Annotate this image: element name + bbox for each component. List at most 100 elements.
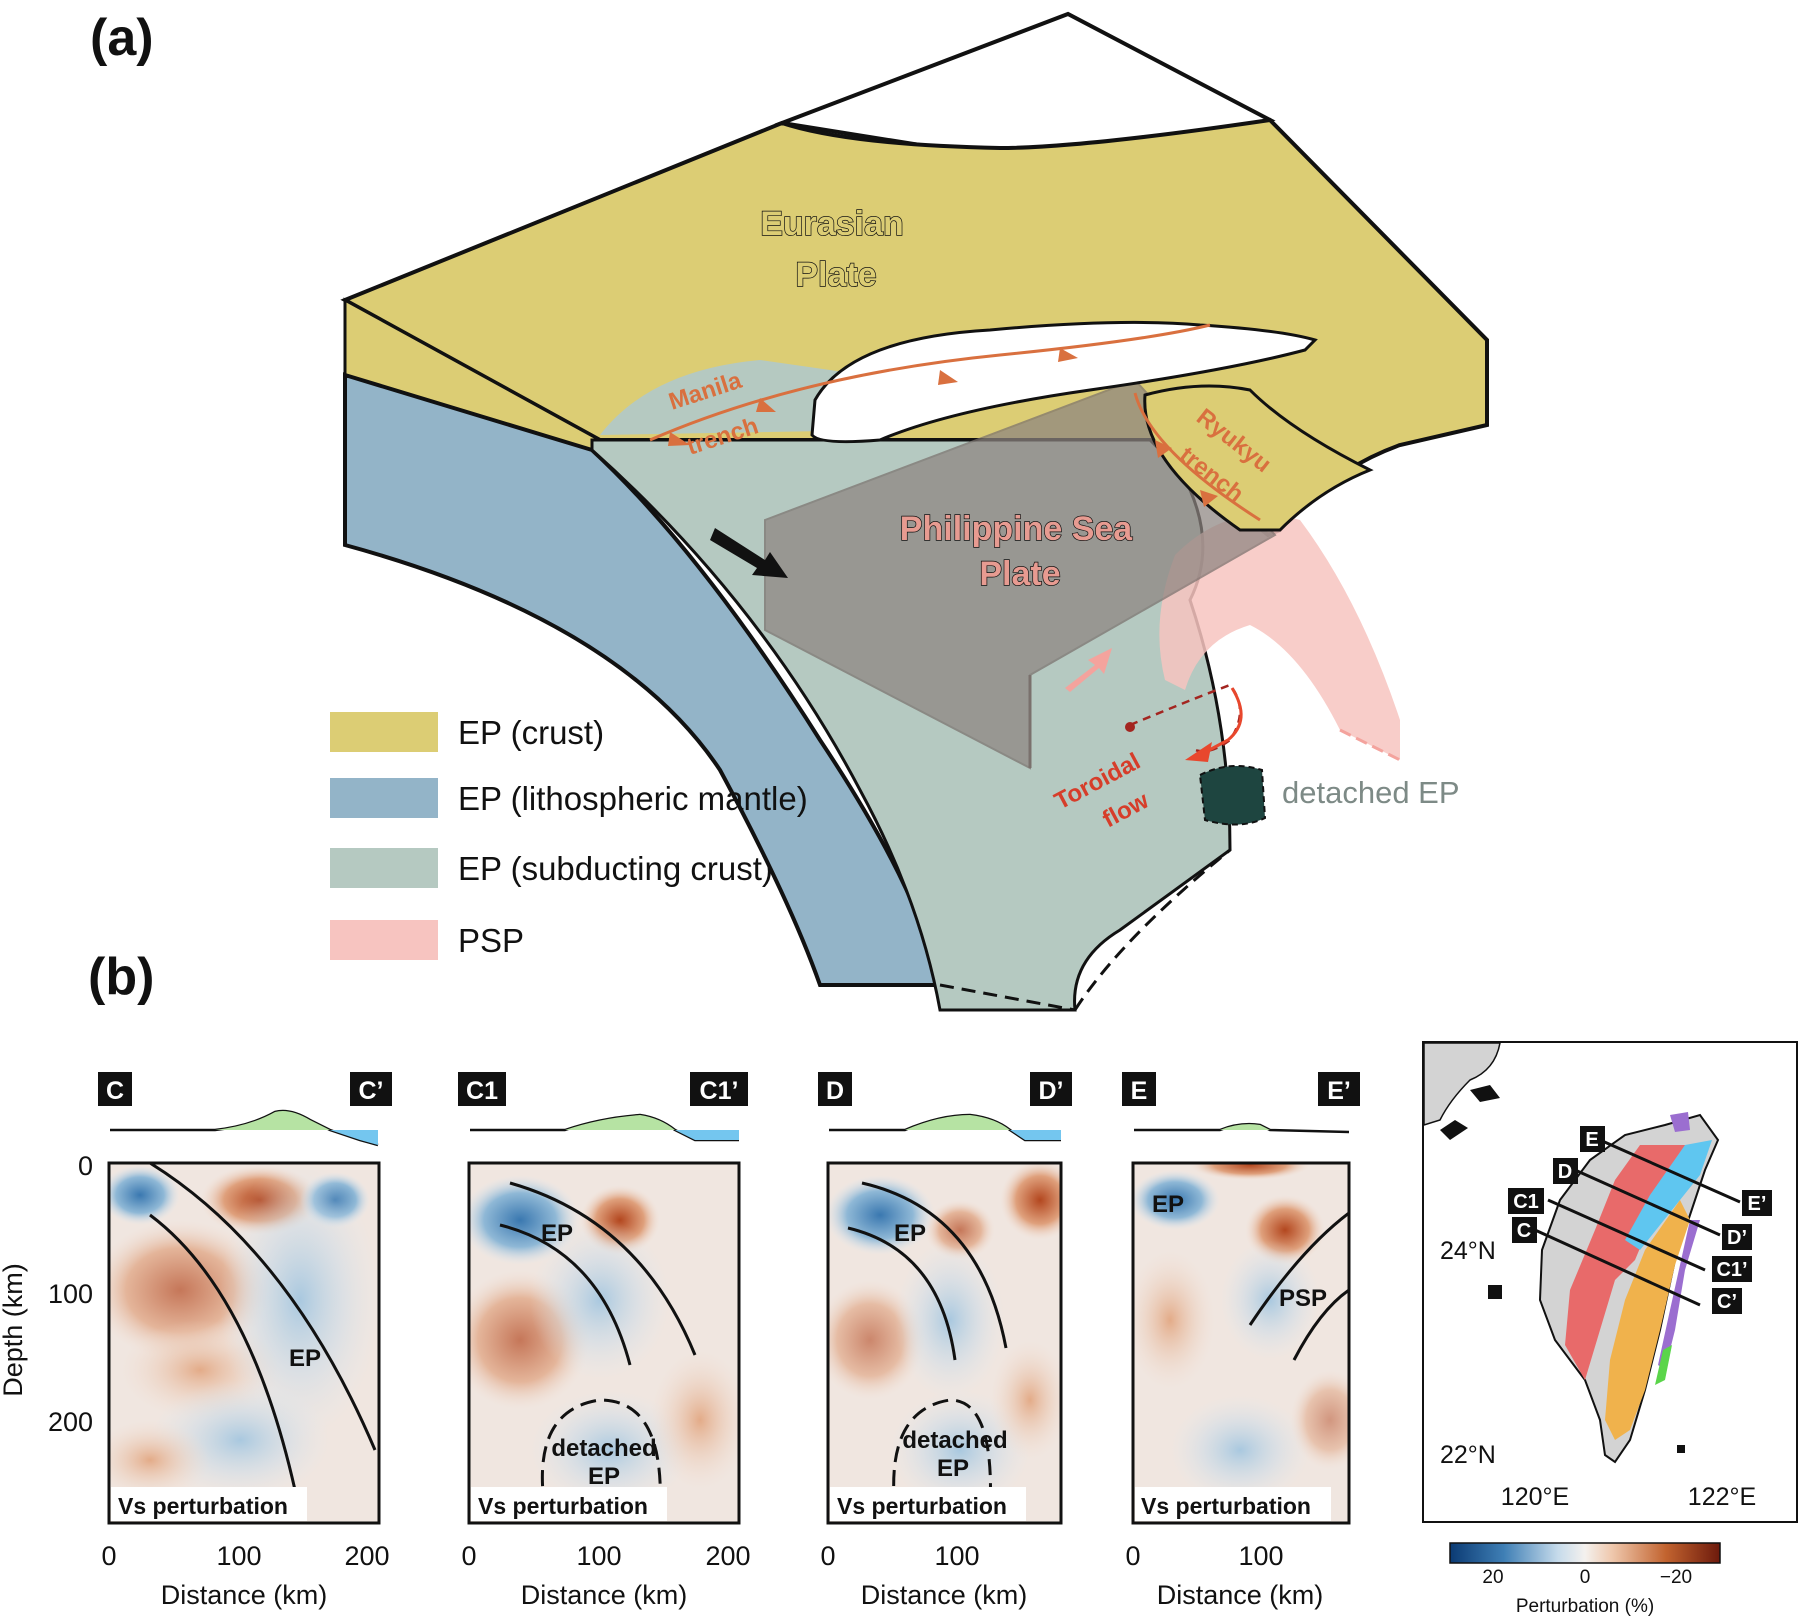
lithospheric-mantle	[343, 372, 943, 987]
tomography-frame	[107, 1161, 381, 1525]
x-axis-title: Distance (km)	[861, 1580, 1028, 1610]
map-tag-e	[1580, 1126, 1605, 1152]
y-tick: 100	[48, 1279, 93, 1309]
profile-line-c1	[1547, 1198, 1706, 1272]
toroidal-flow-arrow	[1199, 687, 1243, 757]
x-axis-title: Distance (km)	[161, 1580, 328, 1610]
profile-line-c	[1534, 1228, 1701, 1307]
legend-label-mantle: EP (lithospheric mantle)	[458, 780, 808, 817]
legend-swatch-mantle	[330, 778, 438, 818]
panel-a-label: (a)	[90, 9, 154, 67]
trench-tooth	[1058, 348, 1078, 362]
y-tick: 0	[78, 1151, 93, 1181]
map-tag-label: C’	[1717, 1291, 1737, 1313]
map-tag-label: C	[1517, 1220, 1531, 1242]
psp-label-1: Philippine Sea	[900, 510, 1133, 548]
penghu-islands	[1488, 1285, 1502, 1299]
slab-label: EP	[541, 1220, 573, 1247]
detached-label-1: detached	[551, 1435, 656, 1462]
slab-label: EP	[1152, 1191, 1184, 1218]
section-end-tag	[690, 1072, 748, 1106]
vs-label: Vs perturbation	[1141, 1493, 1311, 1519]
geology-unit-green	[1655, 1345, 1672, 1385]
topography-sea	[1010, 1130, 1061, 1140]
section-end-label: C1’	[700, 1077, 739, 1105]
lon-label: 122°E	[1688, 1483, 1756, 1511]
x-axis-title: Distance (km)	[1157, 1580, 1324, 1610]
slab-label: EP	[289, 1345, 321, 1372]
islands	[1470, 1085, 1500, 1102]
x-tick: 0	[820, 1541, 835, 1571]
tomography-frame	[826, 1161, 1063, 1525]
tomography-field	[469, 1175, 739, 1511]
x-tick: 0	[461, 1541, 476, 1571]
tomography-frame	[467, 1161, 741, 1525]
detached-label-2: EP	[588, 1463, 620, 1490]
lat-label: 22°N	[1440, 1441, 1496, 1469]
psp-slab	[1159, 514, 1400, 760]
map-tag-label: C1	[1513, 1191, 1539, 1213]
section-end-tag	[1030, 1072, 1072, 1106]
map-tag-label: D’	[1727, 1227, 1747, 1249]
map-tag-c1-prime	[1712, 1256, 1752, 1282]
section-end-tag	[1318, 1072, 1360, 1106]
vs-label-box	[111, 1487, 307, 1521]
x-tick: 100	[576, 1541, 621, 1571]
x-tick: 100	[1238, 1541, 1283, 1571]
vs-label: Vs perturbation	[118, 1493, 288, 1519]
vs-label-box	[1135, 1487, 1331, 1521]
section-end-label: C’	[359, 1077, 384, 1105]
section-start-label: E	[1131, 1077, 1148, 1105]
psp-label-2: Plate	[979, 555, 1060, 593]
psp-motion-arrow	[1065, 648, 1112, 692]
section-start-label: D	[826, 1077, 844, 1105]
map-tag-label: D	[1558, 1161, 1572, 1183]
y-axis-title: Depth (km)	[0, 1263, 28, 1397]
geology-unit-purple-north	[1670, 1112, 1690, 1132]
manila-trench-line	[649, 323, 1211, 442]
topography-land	[1220, 1124, 1270, 1130]
lon-label: 120°E	[1501, 1483, 1569, 1511]
detached-label-2: EP	[937, 1455, 969, 1482]
mainland-china	[1423, 1042, 1501, 1127]
vs-label-box	[471, 1487, 667, 1521]
x-tick: 0	[1125, 1541, 1140, 1571]
trench-tooth	[1200, 490, 1218, 507]
section-start-label: C	[106, 1077, 124, 1105]
x-axis-title: Distance (km)	[521, 1580, 688, 1610]
x-tick: 200	[705, 1541, 750, 1571]
toroidal-flow-origin	[1125, 722, 1135, 732]
eurasian-label-1: Eurasian	[760, 205, 904, 243]
x-tick: 100	[216, 1541, 261, 1571]
map-tag-c	[1512, 1217, 1537, 1243]
trench-tooth	[668, 432, 690, 446]
vs-label: Vs perturbation	[478, 1493, 648, 1519]
colorbar-tick: 20	[1482, 1567, 1503, 1588]
legend-label-subducting: EP (subducting crust)	[458, 850, 773, 887]
dashed-boundary	[939, 983, 1076, 1012]
geology-unit-orange	[1605, 1200, 1690, 1440]
tomography-frame	[1131, 1161, 1351, 1525]
topography-land	[565, 1115, 675, 1130]
map-tag-label: E’	[1748, 1193, 1767, 1215]
location-map: E D C1 C E’ D’ C1’ C’ 24°N 22°N 120°E 12…	[1422, 1041, 1798, 1523]
section-c: C C’ EP Vs perturbation 0 100 200 Distan…	[98, 1072, 392, 1610]
x-tick: 200	[344, 1541, 389, 1571]
profile-line-d	[1574, 1168, 1721, 1237]
x-tick: 100	[934, 1541, 979, 1571]
section-d: D D’ EP detached EP Vs perturbation 0 10…	[818, 1072, 1072, 1610]
map-tag-label: E	[1585, 1129, 1598, 1151]
topography-land	[215, 1111, 330, 1130]
section-start-tag	[458, 1072, 506, 1106]
trench-tooth	[938, 370, 958, 385]
vs-label: Vs perturbation	[837, 1493, 1007, 1519]
psp-slab-label: PSP	[1279, 1285, 1327, 1312]
section-end-tag	[350, 1072, 392, 1106]
section-start-tag	[1122, 1072, 1156, 1106]
section-start-label: C1	[466, 1077, 498, 1105]
section-start-tag	[818, 1072, 852, 1106]
small-island	[1677, 1445, 1685, 1453]
taiwan-island	[810, 320, 1318, 444]
legend-swatch-crust	[330, 712, 438, 752]
map-tag-e-prime	[1742, 1190, 1772, 1216]
